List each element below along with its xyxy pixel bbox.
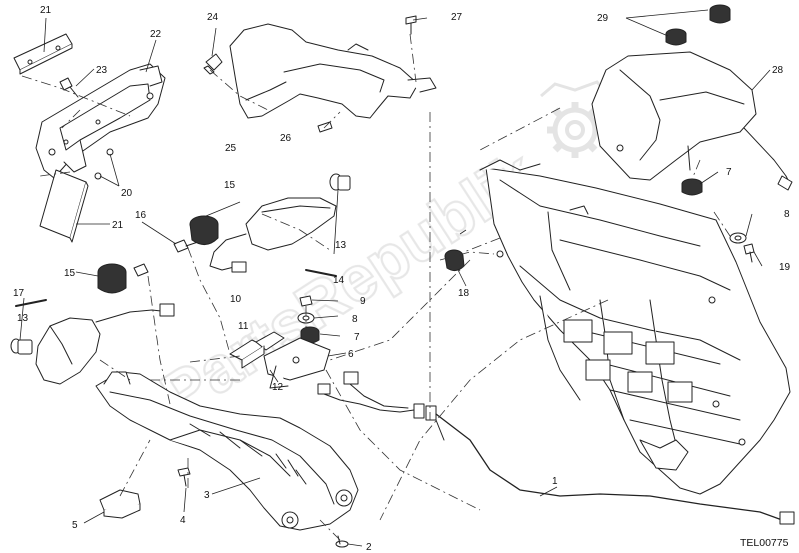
leader-lines <box>19 9 771 547</box>
part-24-clip <box>203 53 223 75</box>
callout-17: 17 <box>13 288 25 299</box>
callout-23: 23 <box>96 65 108 76</box>
part-6-bracket <box>263 337 331 389</box>
part-7-grommet-right <box>681 178 703 196</box>
callout-18: 18 <box>458 288 470 299</box>
callout-16: 16 <box>135 210 147 221</box>
callout-22: 22 <box>150 29 162 40</box>
callout-13-upper: 13 <box>335 240 347 251</box>
part-1-rear-subframe <box>479 159 791 495</box>
part-13-bulb-upper <box>329 173 351 191</box>
part-15-grommet-upper <box>189 215 219 245</box>
callout-21-top: 21 <box>40 5 52 16</box>
part-18-grommet <box>444 249 465 272</box>
part-4-screw <box>177 467 191 487</box>
callout-1: 1 <box>552 476 558 487</box>
part-15-grommet-lower <box>97 263 127 294</box>
part-9-screw-center <box>299 295 313 307</box>
callout-26: 26 <box>280 133 292 144</box>
callout-10: 10 <box>230 294 242 305</box>
part-turn-indicator-left <box>35 303 175 385</box>
callout-2: 2 <box>366 542 372 553</box>
callout-19: 19 <box>779 262 791 273</box>
callout-labels: 21 22 23 24 25 26 27 29 28 20 21 16 15 1… <box>13 5 791 553</box>
part-7-grommet-center <box>300 326 320 344</box>
callout-24: 24 <box>207 12 219 23</box>
callout-28: 28 <box>772 65 784 76</box>
callout-27: 27 <box>451 12 463 23</box>
callout-3: 3 <box>204 490 210 501</box>
callout-15-lower: 15 <box>64 268 76 279</box>
part-27-screw <box>405 15 417 35</box>
part-5-reflector <box>99 489 141 519</box>
part-28-tail-unit <box>591 51 793 191</box>
callout-9: 9 <box>360 296 366 307</box>
part-29-rubber-caps <box>665 4 731 46</box>
callout-20: 20 <box>121 188 133 199</box>
part-21-plate-top <box>13 33 73 75</box>
part-22-plate-bracket <box>35 63 166 179</box>
callout-11: 11 <box>238 321 249 332</box>
part-turn-indicator-right <box>209 197 337 273</box>
callout-8-center: 8 <box>352 314 358 325</box>
part-25-mudguard-cover <box>229 23 437 119</box>
callout-21-bottom: 21 <box>112 220 124 231</box>
part-13-bulb-lower <box>10 338 33 355</box>
callout-8-right: 8 <box>784 209 790 220</box>
part-harness-connectors <box>317 371 795 525</box>
callout-29: 29 <box>597 13 609 24</box>
part-23-screw <box>59 77 79 98</box>
part-8-washer-right <box>729 232 747 244</box>
part-14-wire <box>305 269 337 277</box>
part-19-screw-right <box>743 243 755 263</box>
callout-4: 4 <box>180 515 186 526</box>
part-17-wire <box>15 299 47 307</box>
callout-13-lower: 13 <box>17 313 29 324</box>
part-21-plate-bottom <box>39 169 89 243</box>
callout-7-right: 7 <box>726 167 732 178</box>
callout-15-upper: 15 <box>224 180 236 191</box>
diagram-code: TEL00775 <box>740 537 789 549</box>
part-11-connector-blocks <box>229 331 285 369</box>
callout-5: 5 <box>72 520 78 531</box>
callout-6: 6 <box>348 349 354 360</box>
part-16-screw-lower <box>133 263 149 277</box>
part-20-nuts <box>94 148 114 180</box>
callout-25: 25 <box>225 143 237 154</box>
callout-14: 14 <box>333 275 345 286</box>
callout-7-center: 7 <box>354 332 360 343</box>
alignment-dash-lines <box>21 33 731 541</box>
part-3-plate-holder-arm <box>95 371 359 531</box>
callout-12: 12 <box>272 382 284 393</box>
gear-logo-icon <box>540 80 615 158</box>
